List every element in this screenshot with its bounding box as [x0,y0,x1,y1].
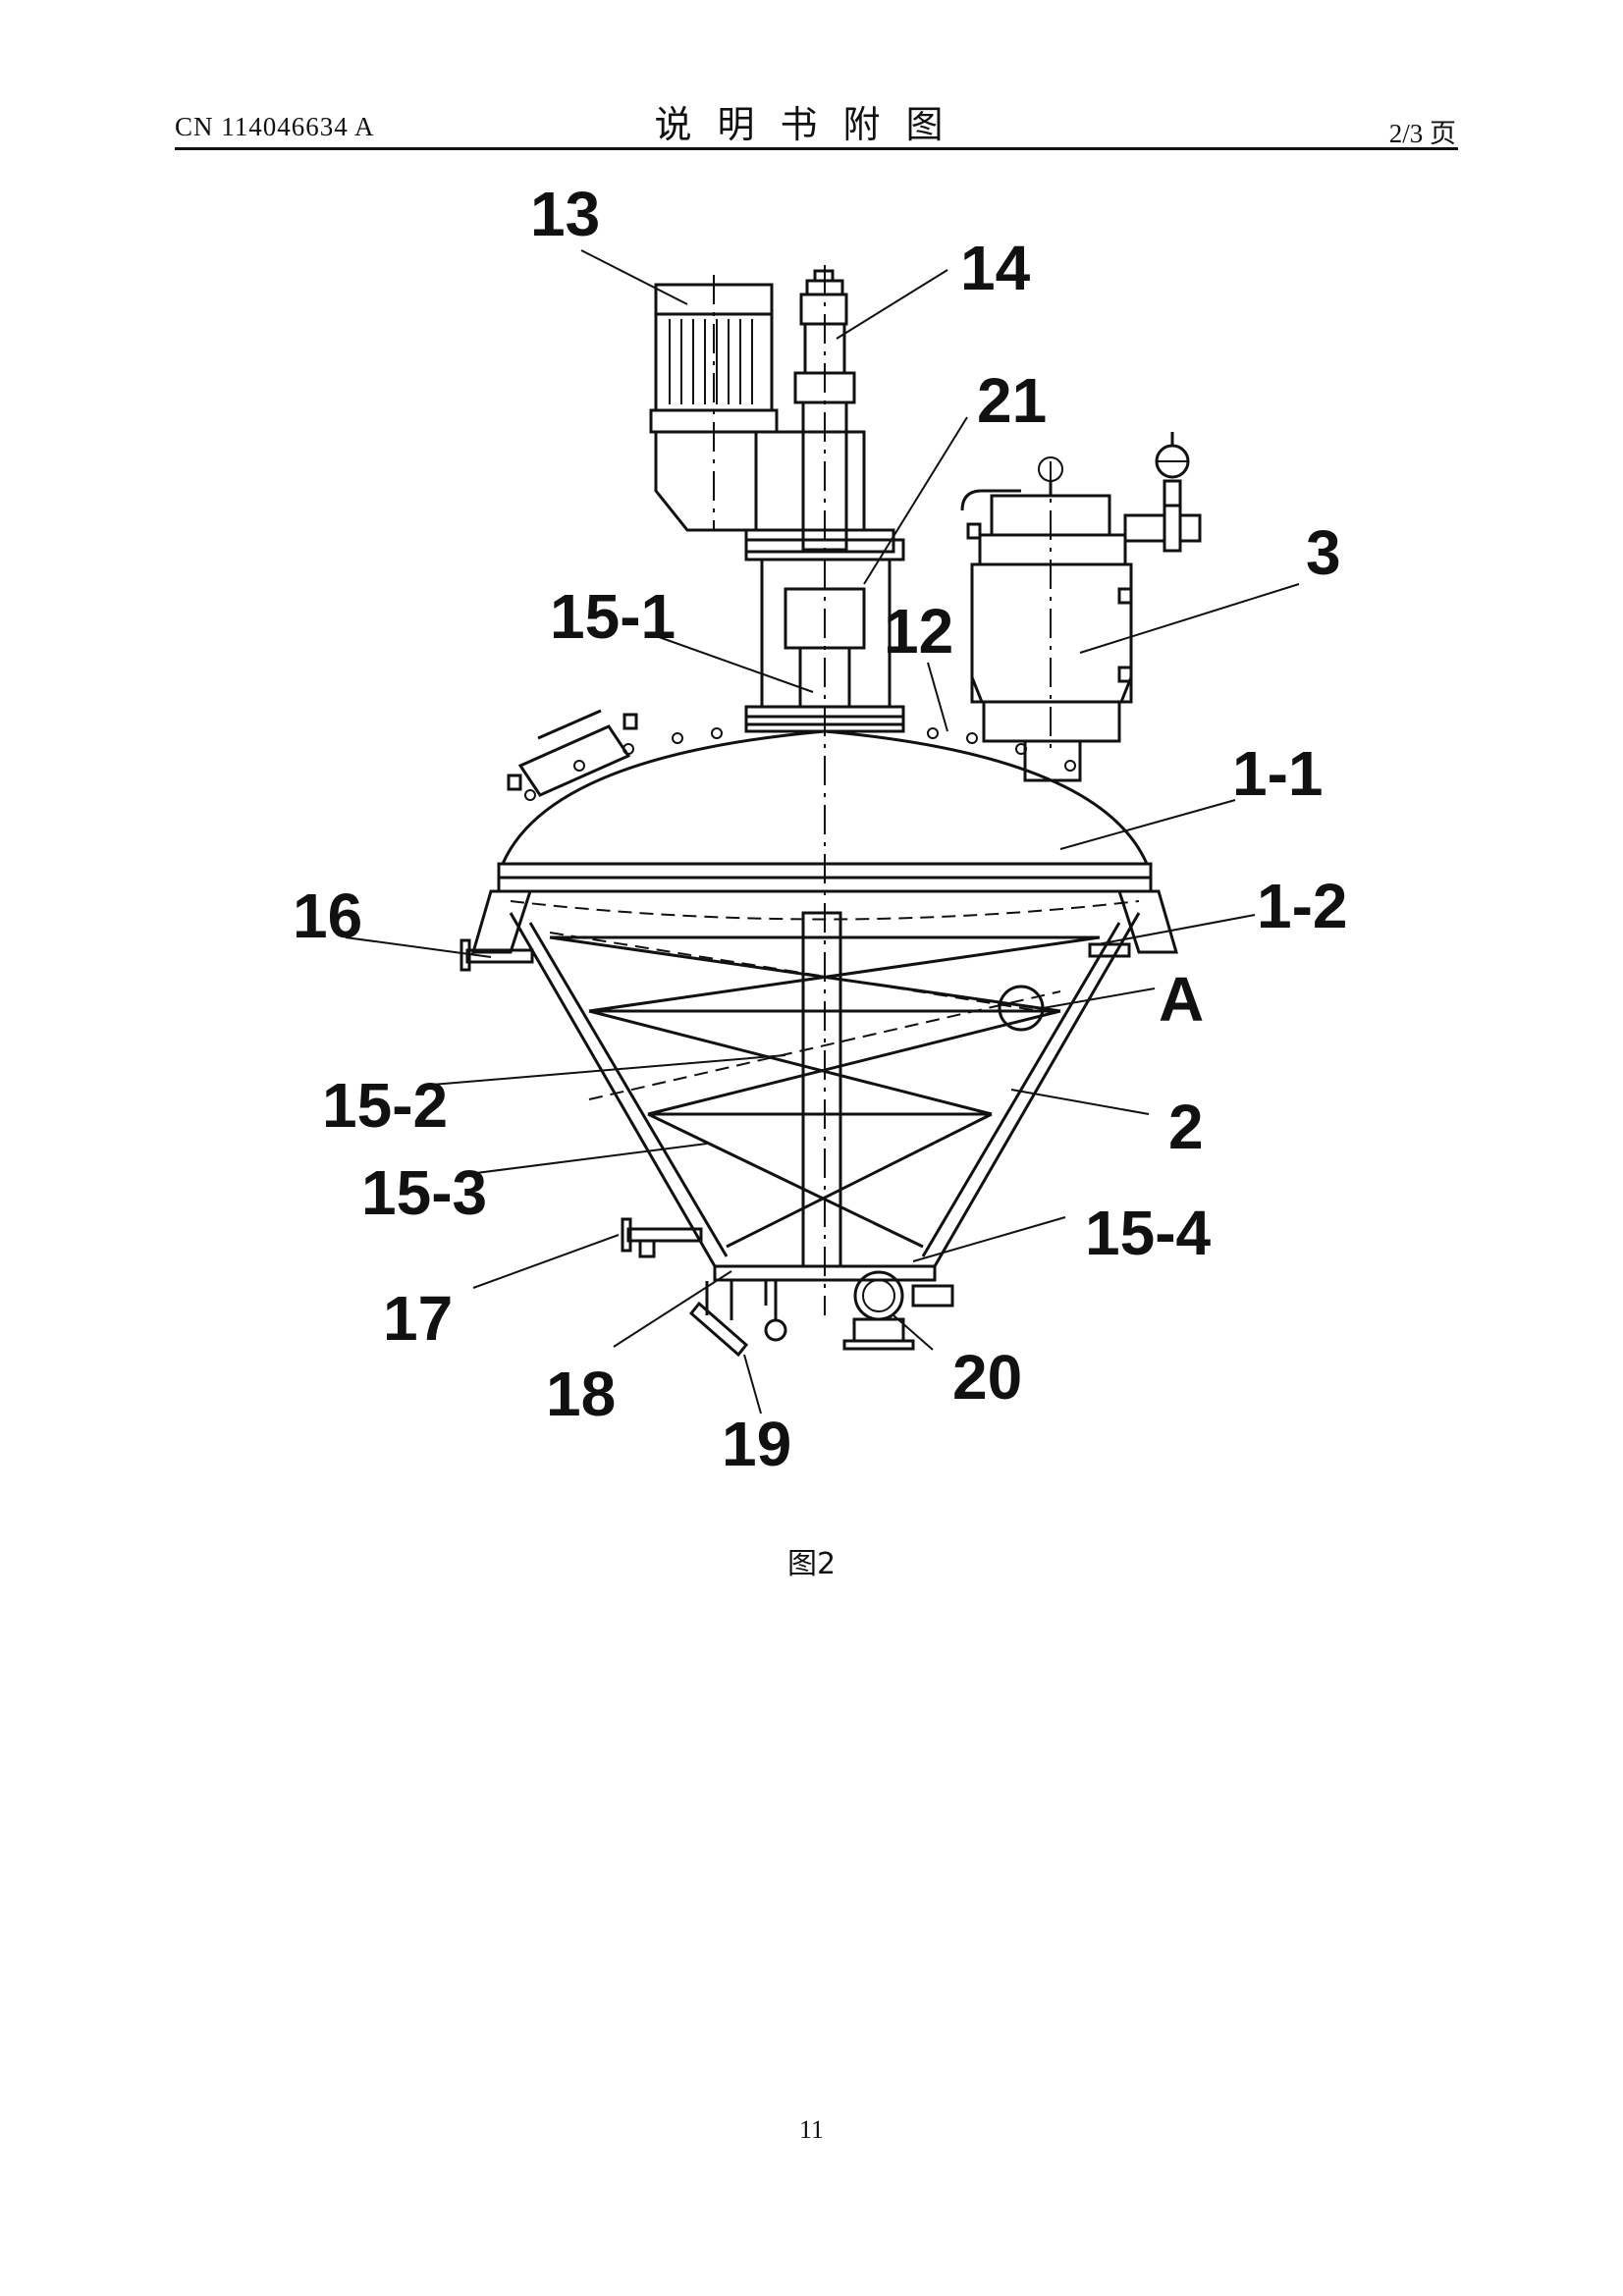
rotary-joint [793,265,856,1315]
label-15-3: 15-3 [361,1157,487,1228]
page-number: 11 [798,2115,825,2144]
label-2: 2 [1168,1092,1204,1162]
label-1-1: 1-1 [1232,738,1324,809]
label-16: 16 [293,881,362,951]
document-number: CN 114046634 A [175,112,375,141]
label-15-2: 15-2 [322,1070,448,1141]
figure-caption: 图2 [786,1547,837,1581]
label-19: 19 [722,1409,791,1479]
upper-head [497,709,1153,893]
label-13: 13 [530,179,600,249]
page-title: 说明书附图 [654,103,969,146]
label-20: 20 [952,1342,1022,1413]
label-A: A [1159,964,1204,1035]
label-15-1: 15-1 [550,581,676,652]
label-12: 12 [884,596,953,667]
header-divider [175,147,1458,150]
motor-assembly [649,275,895,554]
label-3: 3 [1306,517,1341,588]
label-1-2: 1-2 [1257,871,1348,941]
page-indicator: 2/3 页 [1388,119,1456,148]
filter-unit [960,432,1202,756]
label-15-4: 15-4 [1085,1198,1212,1268]
label-17: 17 [383,1283,453,1354]
leader-lines [345,249,1300,1415]
cone-vessel [460,889,1178,1358]
label-18: 18 [546,1359,616,1429]
label-21: 21 [977,365,1047,436]
label-14: 14 [960,233,1031,303]
